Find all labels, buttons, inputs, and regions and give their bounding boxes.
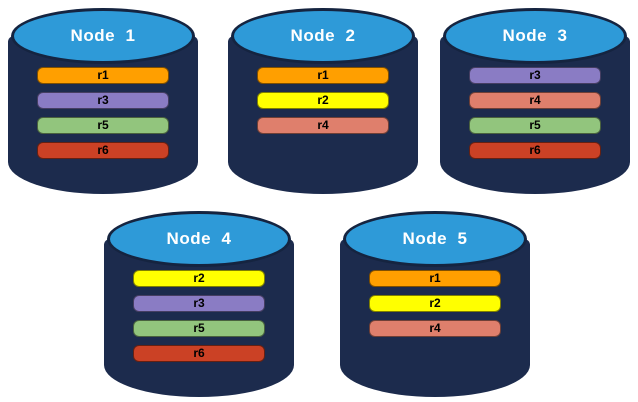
node-label: Node 1 (70, 26, 136, 45)
replica-bar-r2: r2 (257, 92, 389, 109)
node-cylinder-3: Node 3 r3 r4 r5 r6 (440, 6, 630, 196)
replica-bar-r6: r6 (469, 142, 601, 159)
cylinder-top-ellipse: Node 3 (443, 8, 627, 64)
cylinder-top-ellipse: Node 2 (231, 8, 415, 64)
cylinder-top-ellipse: Node 1 (11, 8, 195, 64)
replica-bar-r6: r6 (37, 142, 169, 159)
node-cylinder-4: Node 4 r2 r3 r5 r6 (104, 209, 294, 399)
node-cylinder-5: Node 5 r1 r2 r4 (340, 209, 530, 399)
node-label: Node 3 (502, 26, 568, 45)
replica-bar-r1: r1 (37, 67, 169, 84)
replica-bar-r4: r4 (257, 117, 389, 134)
replica-bar-r4: r4 (369, 320, 501, 337)
replica-bar-r5: r5 (133, 320, 265, 337)
replica-bar-r1: r1 (369, 270, 501, 287)
replica-bar-r4: r4 (469, 92, 601, 109)
replica-bar-r2: r2 (369, 295, 501, 312)
node-cylinder-1: Node 1 r1 r3 r5 r6 (8, 6, 198, 196)
cylinder-top-ellipse: Node 5 (343, 211, 527, 267)
replica-bar-list: r3 r4 r5 r6 (469, 67, 601, 159)
replica-bar-r5: r5 (37, 117, 169, 134)
node-label: Node 2 (290, 26, 356, 45)
cylinder-top-ellipse: Node 4 (107, 211, 291, 267)
replica-bar-r3: r3 (37, 92, 169, 109)
replica-bar-r3: r3 (133, 295, 265, 312)
replica-bar-r6: r6 (133, 345, 265, 362)
node-cylinder-2: Node 2 r1 r2 r4 (228, 6, 418, 196)
replica-bar-list: r1 r3 r5 r6 (37, 67, 169, 159)
replica-bar-r2: r2 (133, 270, 265, 287)
replica-bar-list: r2 r3 r5 r6 (133, 270, 265, 362)
replica-bar-r3: r3 (469, 67, 601, 84)
replica-bar-list: r1 r2 r4 (257, 67, 389, 134)
replica-bar-r5: r5 (469, 117, 601, 134)
node-label: Node 4 (166, 229, 232, 248)
replica-bar-list: r1 r2 r4 (369, 270, 501, 337)
replica-bar-r1: r1 (257, 67, 389, 84)
node-label: Node 5 (402, 229, 468, 248)
